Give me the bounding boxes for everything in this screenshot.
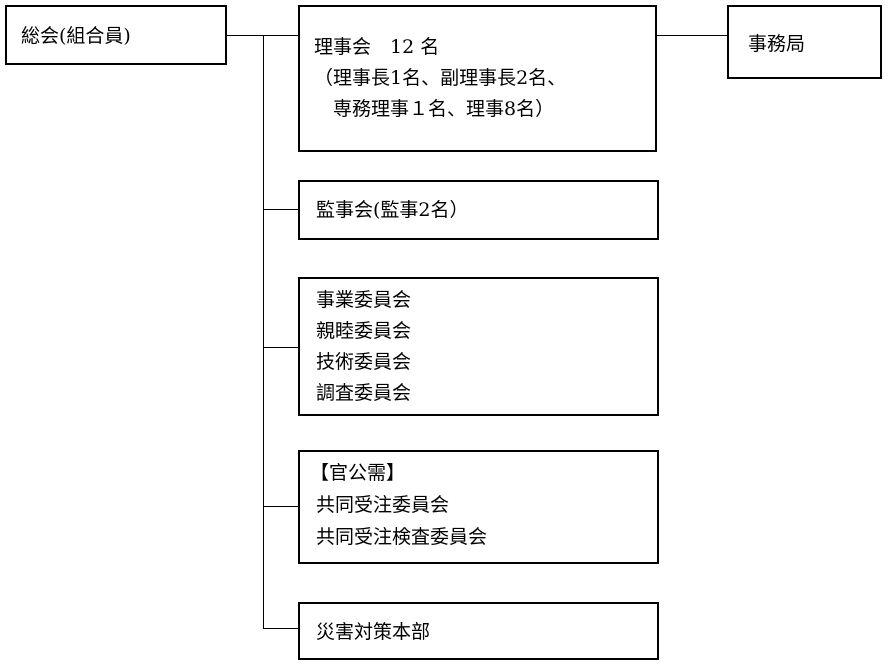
connector-to-board [263, 35, 299, 36]
general-assembly-box: 総会(組合員) [5, 5, 227, 65]
connector-assembly-to-trunk [226, 35, 264, 36]
secretariat-box: 事務局 [727, 5, 882, 79]
connector-to-committees [263, 347, 299, 348]
disaster-label: 災害対策本部 [316, 621, 431, 643]
committee-item-4: 調査委員会 [316, 382, 412, 404]
connector-board-to-secretariat [656, 35, 728, 36]
committee-item-1: 事業委員会 [316, 289, 412, 311]
connector-trunk-vertical [263, 35, 264, 629]
board-line-3: 専務理事１名、理事8名） [314, 98, 555, 120]
connector-to-auditors [263, 209, 299, 210]
public-demand-item-1: 共同受注委員会 [316, 494, 450, 516]
board-line-2: （理事長1名、副理事長2名、 [314, 67, 567, 89]
auditors-label: 監事会(監事2名） [316, 199, 469, 221]
connector-to-public-demand [263, 506, 299, 507]
public-demand-header: 【官公需】 [310, 462, 406, 484]
auditors-box: 監事会(監事2名） [298, 180, 659, 240]
public-demand-box: 【官公需】 共同受注委員会 共同受注検査委員会 [298, 450, 659, 564]
general-assembly-label: 総会(組合員) [21, 25, 131, 47]
secretariat-label: 事務局 [748, 33, 806, 55]
committee-item-2: 親睦委員会 [316, 320, 412, 342]
board-line-1: 理事会 12 名 [314, 36, 440, 58]
connector-to-disaster [263, 628, 299, 629]
disaster-box: 災害対策本部 [298, 602, 659, 660]
board-box: 理事会 12 名 （理事長1名、副理事長2名、 専務理事１名、理事8名） [298, 5, 657, 152]
committees-box: 事業委員会 親睦委員会 技術委員会 調査委員会 [298, 277, 659, 416]
committee-item-3: 技術委員会 [316, 351, 412, 373]
public-demand-item-2: 共同受注検査委員会 [316, 526, 488, 548]
